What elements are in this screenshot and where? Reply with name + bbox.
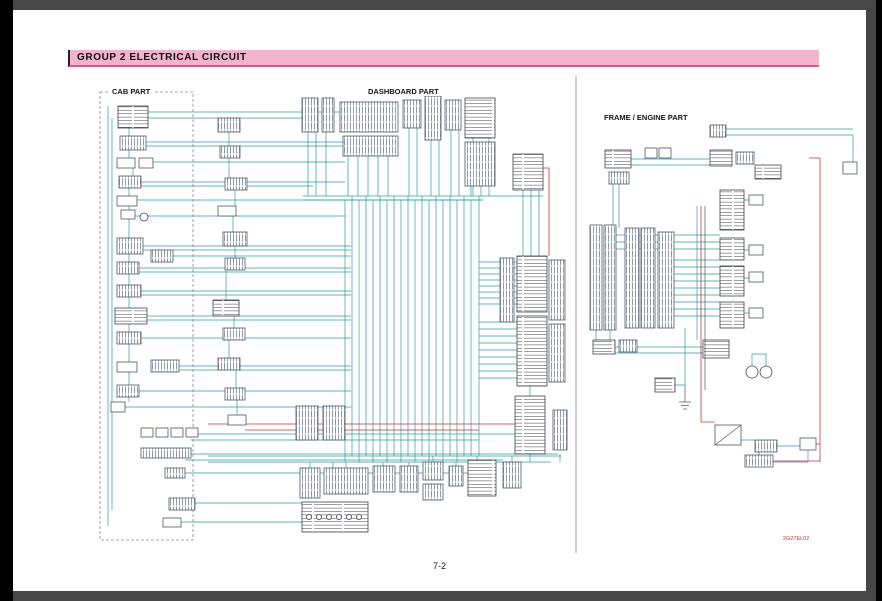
section-header-bar: GROUP 2 ELECTRICAL CIRCUIT [68, 50, 819, 67]
lamp-symbol [345, 513, 352, 520]
key-switch-symbol [139, 212, 149, 222]
lamp-symbol [315, 513, 322, 520]
mid-connector-column [212, 117, 248, 426]
electrical-circuit-diagram [99, 76, 858, 553]
cab-part-diagram [99, 91, 199, 541]
dashboard-part-label: DASHBOARD PART [365, 87, 442, 96]
misc-symbols [679, 206, 742, 446]
page-number: 7-2 [432, 561, 446, 571]
scan-edge-right [876, 0, 882, 601]
dashboard-part-diagram [295, 95, 568, 533]
manual-page: GROUP 2 ELECTRICAL CIRCUIT [13, 10, 866, 591]
lamp-symbol [305, 513, 312, 520]
horn-symbol [745, 365, 759, 379]
horn-symbol [759, 365, 773, 379]
wire-harness-teal [107, 106, 854, 526]
lamp-symbol [325, 513, 332, 520]
frame-engine-part-label: FRAME / ENGINE PART [601, 113, 691, 122]
section-header-title: GROUP 2 ELECTRICAL CIRCUIT [77, 52, 247, 63]
ground-symbol [679, 386, 691, 410]
diagram-code: 2G27EL02 [783, 536, 810, 542]
lamp-symbol [355, 513, 362, 520]
frame-engine-diagram [589, 124, 858, 468]
lamp-symbol [335, 513, 342, 520]
scan-edge-left [0, 0, 13, 601]
cab-part-label: CAB PART [109, 87, 154, 96]
